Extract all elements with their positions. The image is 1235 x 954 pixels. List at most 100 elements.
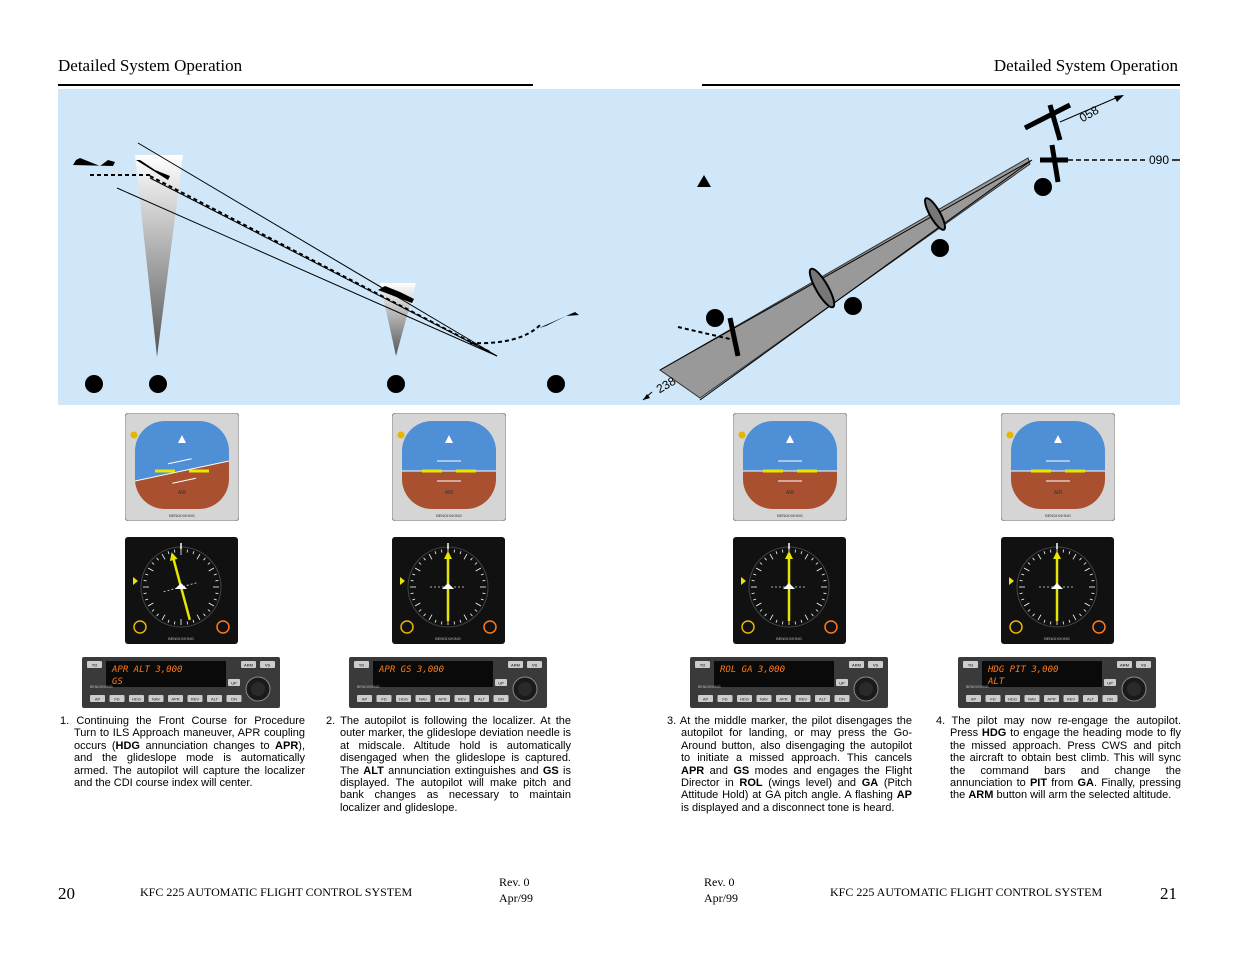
svg-text:REV: REV: [1067, 697, 1076, 702]
svg-text:APR: APR: [171, 697, 179, 702]
svg-text:REV: REV: [191, 697, 200, 702]
hsi-brand: BENDIX/KING: [168, 636, 194, 641]
adi-brand: BENDIX/KING: [777, 513, 803, 518]
caption-1: 1. Continuing the Front Course for Proce…: [60, 715, 306, 790]
svg-text:HDG: HDG: [399, 697, 408, 702]
attitude-indicator: AIR BENDIX/KING: [392, 413, 506, 521]
adi-air-label: AIR: [1054, 490, 1063, 496]
svg-text:FD: FD: [990, 697, 995, 702]
svg-text:VS: VS: [265, 663, 271, 668]
right-footer-title: KFC 225 AUTOMATIC FLIGHT CONTROL SYSTEM: [830, 885, 1103, 899]
svg-text:NAV: NAV: [152, 697, 160, 702]
svg-text:YD: YD: [700, 663, 706, 668]
computer-brand: BENDIX/KING: [966, 685, 989, 689]
adi-brand: BENDIX/KING: [1045, 513, 1071, 518]
svg-text:UP: UP: [1107, 681, 1113, 686]
svg-text:ALT: ALT: [211, 697, 219, 702]
computer-display-bottom: GS: [112, 677, 123, 687]
hsi-brand: BENDIX/KING: [776, 636, 802, 641]
step-marker-dot: [844, 297, 862, 315]
adi-brand: BENDIX/KING: [436, 513, 462, 518]
svg-text:ARM: ARM: [511, 663, 520, 668]
computer-brand: BENDIX/KING: [698, 685, 721, 689]
svg-text:DN: DN: [231, 697, 237, 702]
svg-text:HDG: HDG: [740, 697, 749, 702]
course-label-090: 090: [1149, 153, 1170, 167]
caption-4: 4. The pilot may now re-engage the autop…: [936, 715, 1181, 802]
adi-air-label: AIR: [786, 490, 795, 496]
aircraft-6-icon: [808, 267, 836, 309]
flight-computer-panel: YD APR GS 3,000 ARM VS UP AP FD HDG NAV APR R…: [349, 657, 547, 708]
aircraft-5-icon: [727, 317, 741, 357]
adi-air-label: AIR: [178, 490, 187, 496]
svg-text:VS: VS: [532, 663, 538, 668]
svg-text:HDG: HDG: [132, 697, 141, 702]
approach-diagram-drawing: [73, 95, 1180, 401]
hsi-brand: BENDIX/KING: [435, 636, 461, 641]
svg-text:AP: AP: [362, 697, 368, 702]
attitude-indicator: AIR BENDIX/KING: [733, 413, 847, 521]
svg-text:APR: APR: [438, 697, 446, 702]
left-page-number: 20: [58, 884, 75, 903]
attitude-indicator: AIR BENDIX/KING: [1001, 413, 1115, 521]
svg-text:ARM: ARM: [1120, 663, 1129, 668]
step-marker-dot: [706, 309, 724, 327]
left-footer-title: KFC 225 AUTOMATIC FLIGHT CONTROL SYSTEM: [140, 885, 413, 899]
svg-text:YD: YD: [92, 663, 98, 668]
hsi-indicator: BENDIX/KING: [733, 537, 846, 644]
hsi-indicator: BENDIX/KING: [392, 537, 505, 644]
hsi-indicator: BENDIX/KING: [1001, 537, 1114, 644]
aircraft-1-icon: [73, 158, 115, 166]
aircraft-2-icon: [136, 160, 170, 180]
caption-2: 2. The autopilot is following the locali…: [326, 715, 571, 814]
svg-text:AP: AP: [95, 697, 101, 702]
computer-display-top: HDG PIT 3,000: [987, 665, 1058, 675]
svg-text:NAV: NAV: [1028, 697, 1036, 702]
flight-computer-panel: YD APR ALT 3,000 GS ARM VS UP AP FD HDG NAV…: [82, 657, 280, 708]
step-marker-dot: [149, 375, 167, 393]
svg-text:APR: APR: [779, 697, 787, 702]
station-triangle-icon: [697, 175, 711, 187]
step-marker-dot: [387, 375, 405, 393]
svg-text:FD: FD: [722, 697, 727, 702]
svg-text:ARM: ARM: [244, 663, 253, 668]
svg-text:DN: DN: [839, 697, 845, 702]
svg-text:FD: FD: [381, 697, 386, 702]
svg-text:FD: FD: [114, 697, 119, 702]
svg-text:HDG: HDG: [1008, 697, 1017, 702]
right-page-title: Detailed System Operation: [993, 56, 1178, 75]
computer-brand: BENDIX/KING: [357, 685, 380, 689]
step-marker-dot: [85, 375, 103, 393]
svg-text:NAV: NAV: [419, 697, 427, 702]
aircraft-8-icon: [1023, 102, 1072, 183]
svg-text:YD: YD: [968, 663, 974, 668]
hsi-indicator: BENDIX/KING: [125, 537, 238, 644]
aircraft-4-icon: [539, 312, 579, 328]
computer-display-top: APR ALT 3,000: [111, 665, 182, 675]
svg-text:VS: VS: [873, 663, 879, 668]
step-marker-dot: [931, 239, 949, 257]
svg-text:UP: UP: [839, 681, 845, 686]
runway-extension: [659, 157, 1031, 399]
step-marker-dot: [1034, 178, 1052, 196]
adi-air-label: AIR: [445, 490, 454, 496]
hsi-brand: BENDIX/KING: [1044, 636, 1070, 641]
svg-text:UP: UP: [498, 681, 504, 686]
outer-marker-beam: [135, 155, 183, 357]
svg-text:ALT: ALT: [1087, 697, 1095, 702]
computer-display-top: APR GS 3,000: [378, 665, 444, 675]
svg-text:UP: UP: [231, 681, 237, 686]
svg-text:DN: DN: [1107, 697, 1113, 702]
computer-display-bottom: ALT: [987, 677, 1005, 687]
svg-text:REV: REV: [458, 697, 467, 702]
svg-text:REV: REV: [799, 697, 808, 702]
aircraft-3-icon: [378, 286, 414, 303]
aircraft-7-icon: [924, 197, 946, 231]
right-title-rule: [702, 84, 1180, 86]
svg-text:ALT: ALT: [819, 697, 827, 702]
svg-text:YD: YD: [359, 663, 365, 668]
